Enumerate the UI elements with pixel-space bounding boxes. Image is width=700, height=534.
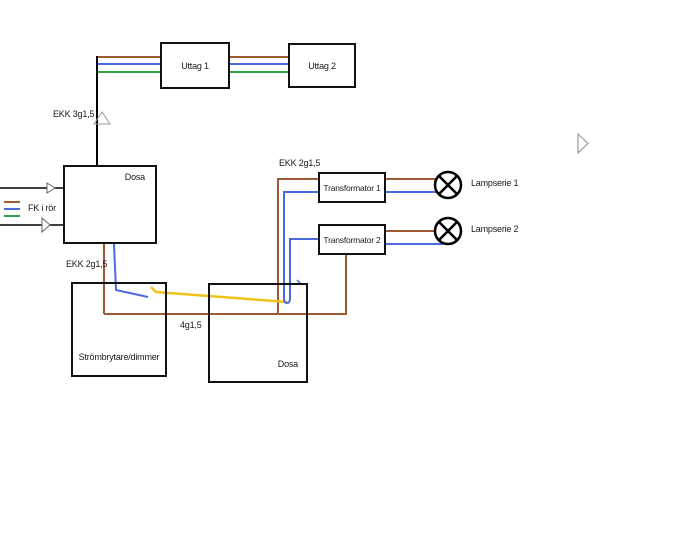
dosa-left-box: Dosa — [63, 165, 157, 244]
lampserie1-label: Lampserie 1 — [471, 178, 519, 188]
dosa-bottom-label: Dosa — [277, 359, 298, 369]
uttag1-label: Uttag 1 — [181, 60, 209, 71]
lamp-icon-1 — [433, 170, 463, 200]
dosa-left-label: Dosa — [124, 172, 145, 182]
cable-dimmer-label: EKK 2g1,5 — [66, 259, 108, 269]
cable-marker-icon — [93, 111, 111, 125]
feed-label: FK i rör — [28, 203, 56, 213]
strombrytare-box: Strömbrytare/dimmer — [71, 282, 167, 377]
wire-blue-transformators — [283, 191, 318, 305]
lamp-icon-2 — [433, 216, 463, 246]
feed-arrow-bottom-icon — [41, 216, 51, 234]
uttag2-box: Uttag 2 — [288, 43, 356, 88]
cable-4g-label: 4g1,5 — [180, 320, 202, 330]
cable-transformer-label: EKK 2g1,5 — [279, 158, 321, 168]
transformator2-box: Transformator 2 — [318, 224, 386, 255]
cable-top-label: EKK 3g1,5 — [53, 109, 95, 119]
transformator1-label: Transformator 1 — [323, 182, 381, 193]
stray-pointer-icon — [577, 132, 589, 155]
dosa-bottom-box: Dosa — [208, 283, 308, 383]
wire-brown-transformator1-branch — [277, 178, 318, 314]
transformator2-label: Transformator 2 — [323, 234, 381, 245]
uttag2-label: Uttag 2 — [308, 60, 336, 71]
uttag1-box: Uttag 1 — [160, 42, 230, 89]
wire-brown-main-run — [104, 255, 347, 315]
lampserie2-label: Lampserie 2 — [471, 224, 519, 234]
strombrytare-label: Strömbrytare/dimmer — [78, 352, 160, 362]
wire-yellow-switched — [150, 286, 288, 304]
transformator1-box: Transformator 1 — [318, 172, 386, 203]
feed-arrow-top-icon — [46, 182, 56, 194]
wire-blue-switch-feed — [113, 243, 149, 298]
